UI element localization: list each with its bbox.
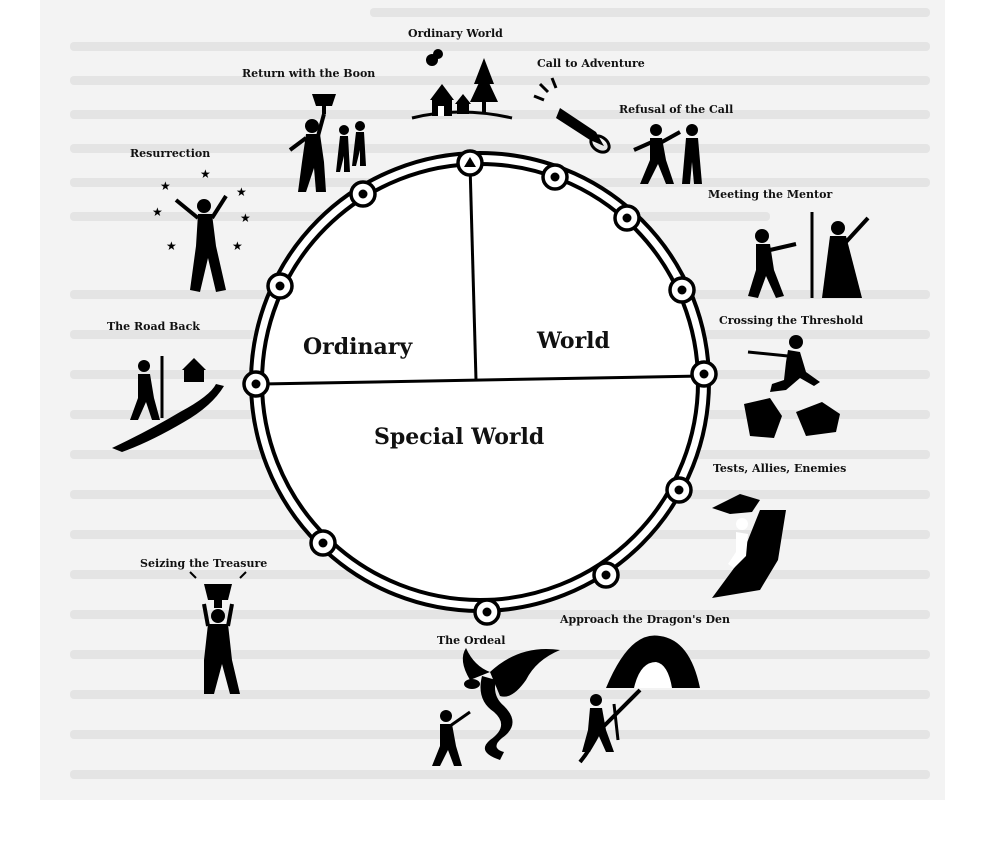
stage-label-tests-allies-enemies: Tests, Allies, Enemies [713,462,847,475]
stage-node-return-with-the-boon [349,180,377,208]
climber-icon [712,494,786,598]
path-home-icon [112,356,224,452]
svg-text:★: ★ [200,167,211,181]
stage-node-the-road-back [242,370,270,398]
stage-label-the-ordeal: The Ordeal [437,634,506,647]
mentor-wizard-icon [748,212,870,298]
trophy-raised-icon [189,571,247,694]
trumpet-icon [533,77,611,154]
stage-node-approach-the-dragons-den [592,561,620,589]
vertical-divider [468,163,478,381]
stage-label-seizing-the-treasure: Seizing the Treasure [140,557,268,570]
stage-node-seizing-the-treasure [309,529,337,557]
special-world-region-label: Special World [374,424,545,450]
stage-node-crossing-the-threshold [690,360,718,388]
svg-text:★: ★ [240,211,251,225]
stage-label-call-to-adventure: Call to Adventure [537,57,645,70]
stage-label-the-road-back: The Road Back [107,320,200,333]
horizontal-divider [261,374,703,386]
stage-node-resurrection [266,272,294,300]
leaping-figure-icon [744,335,840,438]
svg-text:★: ★ [232,239,243,253]
svg-text:★: ★ [160,179,171,193]
svg-text:★: ★ [152,205,163,219]
starburst-figure-icon: ★ ★ ★ ★ ★ ★ ★ [152,167,251,292]
ordinary-region-label: Ordinary [303,334,413,360]
refusing-figures-icon [633,124,702,184]
stage-node-meeting-the-mentor [668,276,696,304]
stage-label-refusal-of-the-call: Refusal of the Call [619,103,734,116]
cave-icon [578,635,700,764]
stage-label-approach-the-dragons-den: Approach the Dragon's Den [560,613,731,626]
dragon-icon [432,648,560,766]
cup-celebration-icon [288,94,366,192]
village-icon [411,49,513,120]
stage-node-the-ordeal [473,598,501,626]
stage-node-tests-allies-enemies [665,476,693,504]
stage-label-ordinary-world: Ordinary World [408,27,503,40]
world-region-label: World [537,328,610,354]
stage-node-refusal-of-the-call [613,204,641,232]
stage-label-meeting-the-mentor: Meeting the Mentor [708,188,833,201]
stage-node-ordinary-world [456,149,484,177]
stage-label-return-with-the-boon: Return with the Boon [242,67,376,80]
stage-node-call-to-adventure [541,163,569,191]
stage-label-crossing-the-threshold: Crossing the Threshold [719,314,864,327]
stage-label-resurrection: Resurrection [130,147,211,160]
svg-text:★: ★ [166,239,177,253]
stage-nodes [242,149,718,626]
svg-text:★: ★ [236,185,247,199]
